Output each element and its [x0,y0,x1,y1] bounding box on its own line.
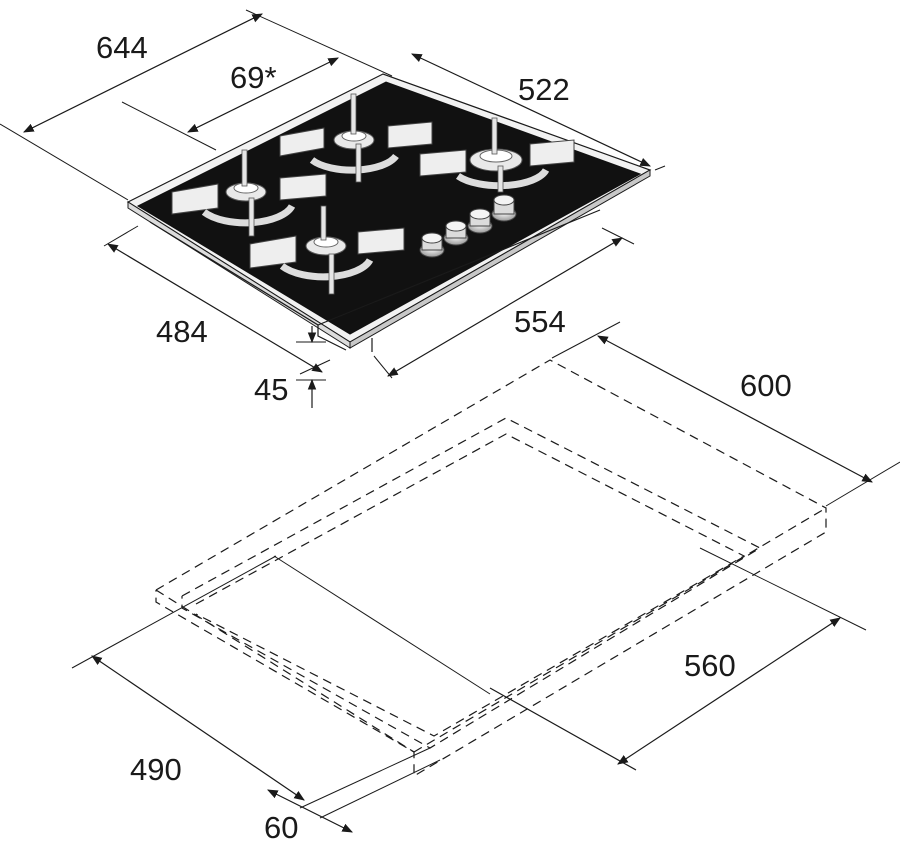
ext-560-back [489,687,637,771]
label-644: 644 [96,30,148,65]
ext-560-right [699,547,867,631]
label-560: 560 [684,648,736,683]
ext-644-right [245,9,393,77]
burner-back-center [279,93,433,183]
knob-2 [443,220,469,246]
cutout-dimension-lines [71,321,900,833]
label-60: 60 [264,810,298,845]
knob-4 [491,194,517,222]
dim-line-69 [187,57,339,133]
ext-490-left [71,555,277,669]
ext-484-left [103,225,139,247]
label-484: 484 [156,314,208,349]
cutout-drawing [155,359,827,778]
ext-600-right [825,461,900,507]
hob-drawing [126,73,652,352]
burner-left [171,149,327,237]
label-490: 490 [130,752,182,787]
dim-line-554 [387,237,623,377]
knob-1 [419,232,445,258]
label-554: 554 [514,304,566,339]
dim-line-560 [617,617,841,765]
ext-60-b [319,759,441,819]
dim-line-600 [597,335,873,483]
hob-dimension-lines [0,9,666,408]
ext-69 [121,101,217,151]
worktop-front-edge [155,589,415,753]
label-45: 45 [254,372,288,407]
ext-600-left [551,321,621,359]
ext-522 [654,165,666,171]
ext-60-a [299,747,431,809]
knob-3 [467,208,493,234]
cutout-outline-inner [195,433,746,737]
cutout-outline-outer [181,417,762,749]
ext-644-left [0,123,129,201]
worktop-right-edge [413,507,827,753]
dim-line-644 [23,13,263,133]
dim-line-522 [411,53,651,167]
label-69: 69* [230,60,277,95]
ext-560-left [273,555,491,695]
dim-line-60 [267,789,353,833]
dimension-labels: 644 69* 522 484 554 45 600 560 490 60 [96,30,792,845]
label-600: 600 [740,368,792,403]
label-522: 522 [518,72,570,107]
ext-554-right [601,227,635,245]
dim-line-490 [91,655,305,801]
dim-line-484 [107,243,323,373]
ext-484-right [299,359,331,375]
